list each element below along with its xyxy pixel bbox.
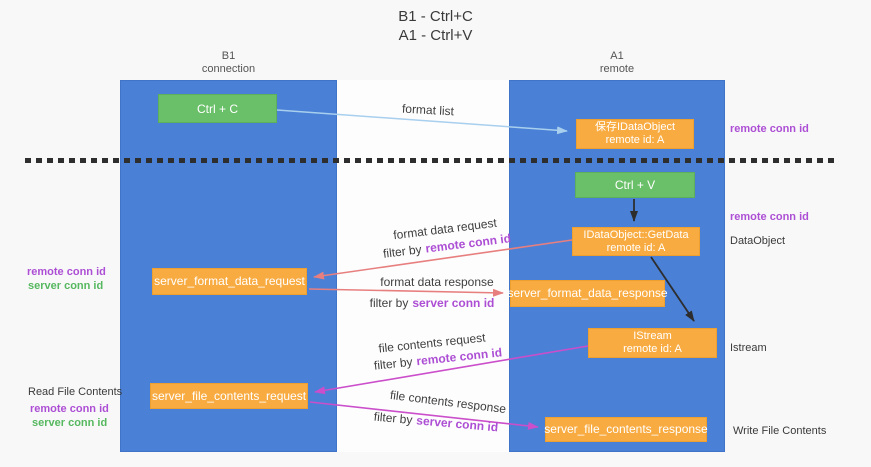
- annotation-remote-conn-id-mid-right: remote conn id: [730, 211, 809, 223]
- node-server-format-data-response-label: server_format_data_response: [507, 286, 668, 300]
- node-ctrl-v-label: Ctrl + V: [614, 178, 656, 192]
- node-server-file-contents-response-label: server_file_contents_response: [544, 422, 708, 436]
- node-istream: IStream remote id: A: [588, 328, 717, 358]
- edge-label-format-list: format list: [401, 101, 455, 119]
- filter-by-text: filter by: [369, 296, 409, 310]
- node-ctrl-v: Ctrl + V: [575, 172, 695, 198]
- annotation-read-file-contents: Read File Contents: [28, 386, 123, 398]
- annotation-write-file-contents: Write File Contents: [733, 425, 827, 437]
- diagram-title-line2: A1 - Ctrl+V: [398, 27, 473, 44]
- node-istream-line2: remote id: A: [623, 343, 682, 355]
- annotation-remote-conn-id-bottom-left: remote conn id: [30, 403, 109, 415]
- node-server-file-contents-request-label: server_file_contents_request: [151, 388, 307, 403]
- node-ctrl-c-label: Ctrl + C: [196, 101, 238, 116]
- annotation-server-conn-id-bottom-left: server conn id: [32, 417, 108, 429]
- lane-b1-name: B1: [221, 50, 236, 62]
- node-server-file-contents-request: server_file_contents_request: [150, 383, 308, 409]
- node-server-format-data-request-label: server_format_data_request: [154, 274, 305, 288]
- annotation-server-conn-id-top-left: server conn id: [28, 280, 104, 292]
- node-ctrl-c: Ctrl + C: [158, 94, 277, 123]
- node-server-format-data-response: server_format_data_response: [507, 280, 668, 307]
- node-idataobject-getdata: IDataObject::GetData remote id: A: [572, 227, 700, 256]
- annotation-remote-conn-id-top-right: remote conn id: [730, 123, 809, 135]
- edge-label-format-data-response: format data response: [380, 275, 494, 289]
- node-idataobject-getdata-line2: remote id: A: [606, 241, 666, 254]
- diagram-title: B1 - Ctrl+C A1 - Ctrl+V: [0, 7, 871, 45]
- node-save-dataobject-line2: remote id: A: [605, 134, 665, 146]
- node-istream-line1: IStream: [633, 330, 672, 342]
- node-server-file-contents-response: server_file_contents_response: [544, 417, 708, 442]
- server-conn-id-keyword: server conn id: [412, 296, 495, 310]
- lane-a1-name: A1: [610, 50, 624, 62]
- annotation-dataobject: DataObject: [730, 235, 786, 247]
- diagram-title-line1: B1 - Ctrl+C: [398, 8, 473, 25]
- node-server-format-data-request: server_format_data_request: [152, 268, 307, 295]
- lane-header-a1: A1 remote: [509, 50, 725, 76]
- annotation-remote-conn-id-top-left: remote conn id: [27, 266, 106, 278]
- annotation-istream: Istream: [730, 342, 767, 354]
- node-idataobject-getdata-line1: IDataObject::GetData: [583, 228, 689, 241]
- lane-header-b1: B1 connection: [120, 50, 337, 76]
- lane-b1-role: connection: [201, 63, 256, 75]
- node-save-dataobject-line1: 保存IDataObject: [594, 121, 676, 133]
- lane-a1-role: remote: [599, 63, 635, 75]
- node-save-dataobject: 保存IDataObject remote id: A: [576, 119, 694, 149]
- phase-separator-dashed-line: [25, 158, 837, 163]
